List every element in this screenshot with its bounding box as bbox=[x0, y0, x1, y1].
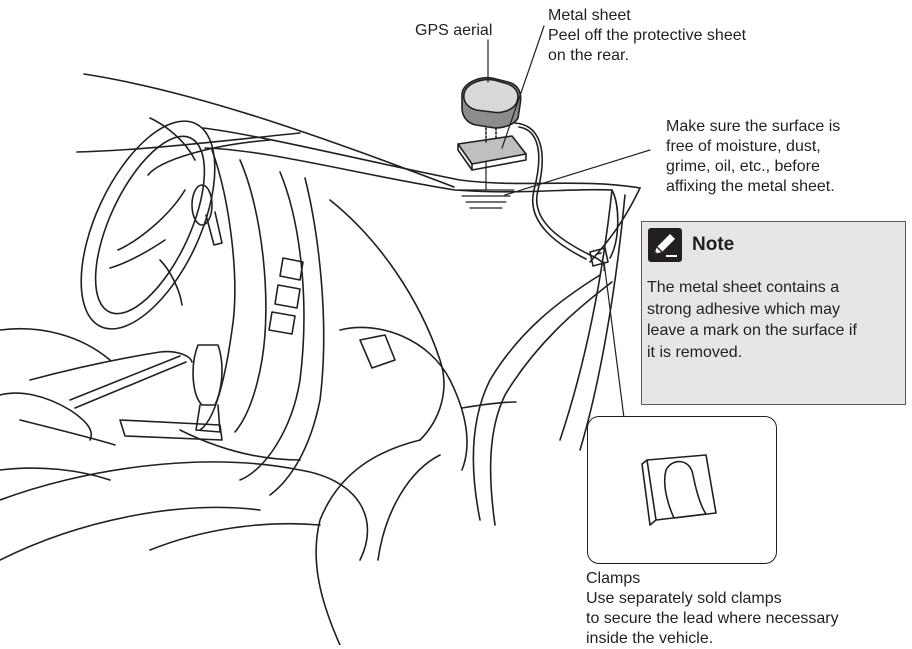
clamps-line-2: to secure the lead where necessary bbox=[586, 610, 839, 627]
note-line-2: strong adhesive which may bbox=[647, 300, 840, 318]
surface-line-4: affixing the metal sheet. bbox=[666, 178, 835, 195]
windshield-lines bbox=[76, 73, 455, 188]
metal-sheet-line-2: on the rear. bbox=[548, 47, 629, 64]
note-line-1: The metal sheet contains a bbox=[647, 279, 840, 296]
clamps-line-1: Use separately sold clamps bbox=[586, 590, 782, 607]
note-body: The metal sheet contains a strong adhesi… bbox=[647, 277, 857, 363]
clamps-line-3: inside the vehicle. bbox=[586, 630, 714, 647]
clamp-inset-frame bbox=[587, 416, 777, 564]
seats bbox=[0, 327, 441, 645]
surface-line-3: grime, oil, etc., before bbox=[666, 158, 820, 175]
metal-sheet-line-1: Peel off the protective sheet bbox=[548, 27, 747, 44]
steering-wheel bbox=[80, 117, 223, 330]
metal-sheet-label: Metal sheet Peel off the protective shee… bbox=[548, 6, 746, 66]
note-title: Note bbox=[692, 234, 735, 255]
gps-aerial-label: GPS aerial bbox=[415, 22, 493, 39]
note-line-3: leave a mark on the surface if bbox=[647, 322, 857, 339]
note-line-4: it is removed. bbox=[647, 343, 743, 361]
ground-symbol bbox=[457, 159, 515, 209]
gear-lever bbox=[29, 344, 223, 441]
surface-line-1: Make sure the surface is bbox=[666, 118, 841, 135]
surface-line-2: free of moisture, dust, bbox=[666, 138, 821, 155]
surface-instruction-label: Make sure the surface is free of moistur… bbox=[666, 117, 840, 197]
metal-sheet-title: Metal sheet bbox=[548, 7, 631, 24]
pencil-note-icon bbox=[648, 228, 682, 262]
clamp-on-dash bbox=[589, 247, 609, 267]
a-pillar bbox=[559, 189, 626, 451]
dashboard bbox=[199, 127, 641, 526]
aerial-cable bbox=[514, 122, 606, 271]
clamps-label: Clamps Use separately sold clamps to sec… bbox=[586, 569, 839, 649]
clamps-title: Clamps bbox=[586, 570, 641, 587]
leader-lines bbox=[487, 25, 651, 419]
gps-aerial bbox=[461, 76, 522, 143]
note-box: Note The metal sheet contains a strong a… bbox=[641, 221, 906, 405]
metal-sheet bbox=[457, 135, 527, 171]
